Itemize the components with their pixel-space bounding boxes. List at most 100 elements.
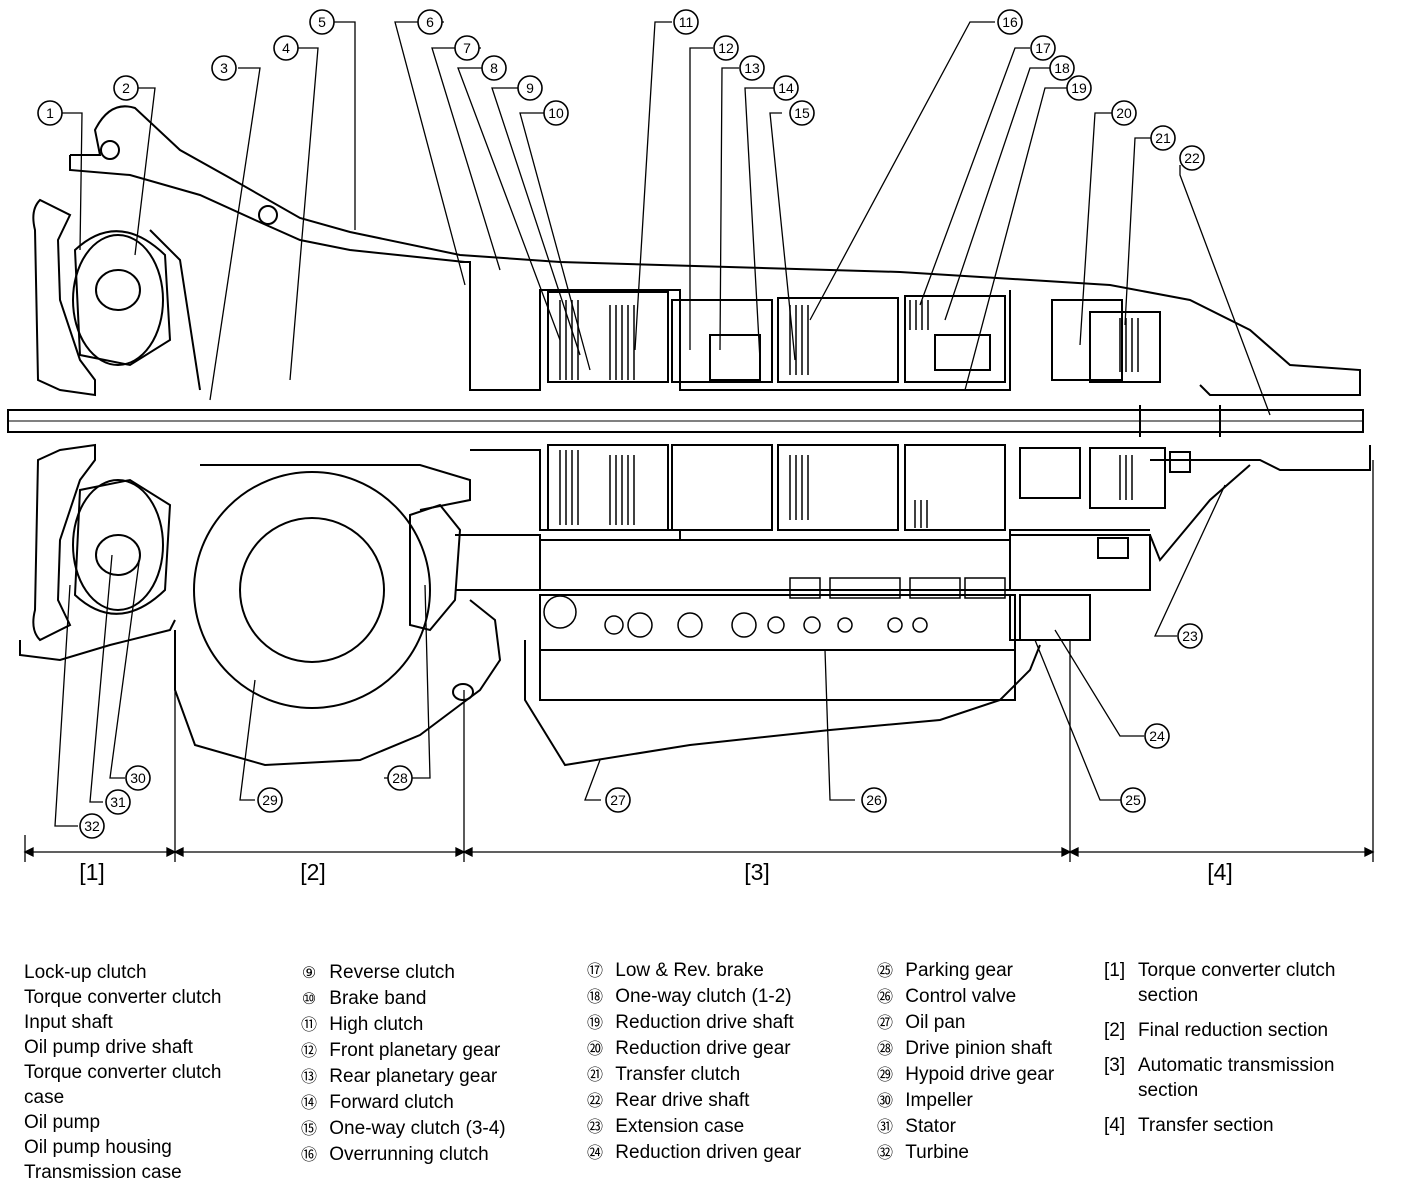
callout-11: 11 — [673, 9, 699, 35]
callout-number: 28 — [392, 770, 408, 786]
callout-number: 22 — [1184, 150, 1200, 166]
callout-19: 19 — [1066, 75, 1092, 101]
callout-number: 26 — [866, 792, 882, 808]
legend-item: ㉖ Control valve — [876, 986, 1017, 1007]
leader-lines — [54, 21, 1271, 827]
legend-item: ⑪ High clutch — [300, 1014, 424, 1035]
callout-29: 29 — [257, 787, 283, 813]
callout-number: 8 — [490, 60, 498, 76]
callout-3: 3 — [211, 55, 237, 81]
section-label-2: [2] — [300, 859, 326, 885]
callout-26: 26 — [861, 787, 887, 813]
callout-number: 18 — [1054, 60, 1070, 76]
callout-13: 13 — [739, 55, 765, 81]
callout-number: 23 — [1182, 628, 1198, 644]
legend-item: case — [24, 1087, 65, 1108]
callout-16: 16 — [997, 9, 1023, 35]
callout-number: 27 — [610, 792, 626, 808]
callout-27: 27 — [605, 787, 631, 813]
legend-item: ㉙ Hypoid drive gear — [876, 1064, 1055, 1085]
callout-number: 29 — [262, 792, 278, 808]
callout-number: 20 — [1116, 105, 1132, 121]
callout-28: 28 — [387, 765, 413, 791]
callout-5: 5 — [309, 9, 335, 35]
legend-column-2: ⑨ Reverse clutch ⑩ Brake band ⑪ High clu… — [294, 960, 506, 1168]
legend-item: ⑱ One-way clutch (1-2) — [586, 986, 792, 1007]
transmission-case-lower — [470, 449, 1150, 541]
reduction-drive-shaft — [539, 539, 1011, 591]
legend-item: ㉕ Parking gear — [876, 960, 1014, 981]
callout-18: 18 — [1049, 55, 1075, 81]
final-reduction-housing — [174, 599, 502, 767]
legend-item: Torque converter clutch — [24, 987, 222, 1008]
legend-item: ㉑ Transfer clutch — [586, 1064, 741, 1085]
legend-column-4: ㉕ Parking gear ㉖ Control valve ㉗ Oil pan… — [870, 958, 1054, 1166]
callout-14: 14 — [773, 75, 799, 101]
callout-number: 7 — [463, 40, 471, 56]
transmission-drawing — [7, 105, 1371, 767]
callout-number: 11 — [679, 14, 694, 30]
legend-item: Oil pump drive shaft — [24, 1037, 193, 1058]
callout-number: 13 — [744, 60, 760, 76]
section-legend-item: [4]Transfer section — [1104, 1115, 1274, 1136]
callout-22: 22 — [1179, 145, 1205, 171]
section-label-3: [3] — [744, 859, 770, 885]
legend-item: Input shaft — [24, 1012, 113, 1033]
legend-column-3: ⑰ Low & Rev. brake ⑱ One-way clutch (1-2… — [580, 958, 801, 1166]
reduction-driven-gear — [1019, 594, 1091, 641]
legend-item: Oil pump housing — [24, 1137, 172, 1158]
legend-item: Oil pump — [24, 1112, 101, 1133]
torque-converter-lower — [32, 443, 96, 642]
callout-1: 1 — [37, 100, 63, 126]
legend-item: ㉗ Oil pan — [876, 1012, 966, 1033]
section-label-4: [4] — [1207, 859, 1233, 885]
legend-item: Transmission case — [24, 1162, 182, 1183]
section-divisions — [23, 460, 1375, 862]
callout-number: 10 — [548, 105, 564, 121]
callout-15: 15 — [789, 100, 815, 126]
legend-item: Torque converter clutch — [24, 1062, 222, 1083]
callout-number: 9 — [526, 80, 534, 96]
callout-21: 21 — [1150, 125, 1176, 151]
section-label-1: [1] — [79, 859, 105, 885]
callout-20: 20 — [1111, 100, 1137, 126]
callout-10: 10 — [543, 100, 569, 126]
callout-number: 14 — [778, 80, 794, 96]
extension-case — [1150, 445, 1371, 471]
callout-4: 4 — [273, 35, 299, 61]
callout-number: 12 — [718, 40, 734, 56]
callout-number: 16 — [1002, 14, 1018, 30]
legend-item: ⑰ Low & Rev. brake — [586, 960, 764, 981]
callout-30: 30 — [125, 765, 151, 791]
callout-number: 21 — [1155, 130, 1171, 146]
callout-number: 24 — [1149, 728, 1165, 744]
clutch-plates-lower — [559, 450, 1133, 528]
control-valve — [539, 594, 1016, 651]
section-legend-item: [2]Final reduction section — [1104, 1020, 1329, 1041]
callout-number: 32 — [84, 818, 100, 834]
callout-number: 30 — [130, 770, 146, 786]
legend-item: ㉚ Impeller — [876, 1090, 973, 1111]
legend-item: ㉘ Drive pinion shaft — [876, 1038, 1053, 1059]
callout-number: 5 — [318, 14, 326, 30]
oil-pan — [524, 640, 1041, 767]
legend-item: ㉒ Rear drive shaft — [586, 1090, 750, 1111]
callout-17: 17 — [1030, 35, 1056, 61]
callout-number: 25 — [1125, 792, 1141, 808]
legend-item: ⑲ Reduction drive shaft — [586, 1012, 794, 1033]
legend-item: ⑮ One-way clutch (3-4) — [300, 1118, 506, 1139]
legend-item: ㉓ Extension case — [586, 1116, 745, 1137]
legend-item: ⑨ Reverse clutch — [301, 962, 455, 983]
callout-number: 19 — [1071, 80, 1087, 96]
torque-converter-upper — [32, 198, 96, 397]
callout-9: 9 — [517, 75, 543, 101]
callout-number: 2 — [122, 80, 130, 96]
hypoid-drive-gear — [193, 471, 431, 709]
callout-6: 6 — [417, 9, 443, 35]
callout-7: 7 — [454, 35, 480, 61]
legend-item: ⑯ Overrunning clutch — [300, 1144, 489, 1165]
